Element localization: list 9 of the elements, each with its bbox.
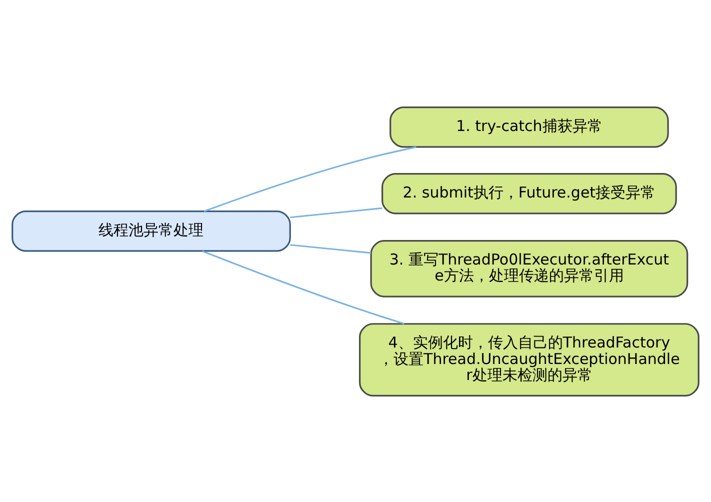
node-box: 2. submit执行，Future.get接受异常 — [382, 172, 677, 214]
node-box: 线程池异常处理 — [12, 210, 291, 252]
connector — [290, 244, 372, 254]
node-box: 3. 重写ThreadPo0lExecutor.afterExcute方法，处理传递的异常引用 — [370, 239, 688, 297]
connector — [202, 250, 404, 324]
connector — [204, 146, 416, 212]
node-box: 1. try-catch捕获异常 — [390, 106, 669, 148]
node-box: 4、实例化时，传入自己的ThreadFactory，设置Thread.UncaughtExceptionHandler处理未检测的异常 — [358, 322, 700, 396]
connector — [290, 206, 382, 218]
